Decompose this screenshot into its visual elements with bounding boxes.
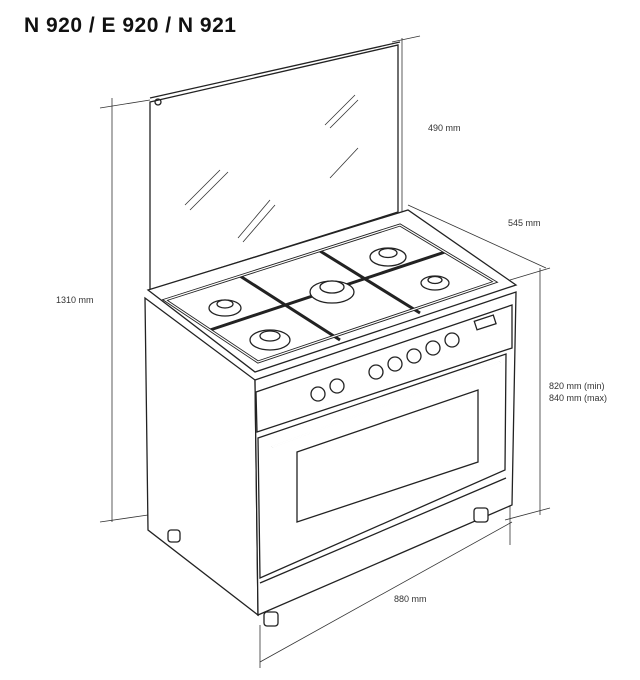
foot (263, 611, 279, 627)
dimension-lid-height: 490 mm (428, 123, 461, 133)
dimension-body-height-max: 840 mm (max) (549, 393, 608, 403)
dimension-total-height: 1310 mm (56, 295, 94, 305)
burner (420, 275, 450, 291)
burner (208, 299, 242, 317)
display (473, 314, 497, 331)
glass-lid (149, 41, 401, 291)
dimension-depth: 545 mm (508, 218, 541, 228)
model-title: N 920 / E 920 / N 921 (24, 14, 237, 37)
hob (161, 223, 499, 364)
controls (310, 314, 497, 402)
burner (369, 247, 407, 267)
glass-reflection (184, 94, 359, 243)
dimension-lines (99, 35, 551, 668)
foot (167, 529, 181, 543)
burner (249, 329, 291, 351)
knob (310, 332, 460, 402)
burner (309, 280, 355, 304)
dimension-body-height-min: 820 mm (min) (549, 381, 605, 391)
foot (473, 507, 489, 523)
dimension-width: 880 mm (394, 594, 427, 604)
